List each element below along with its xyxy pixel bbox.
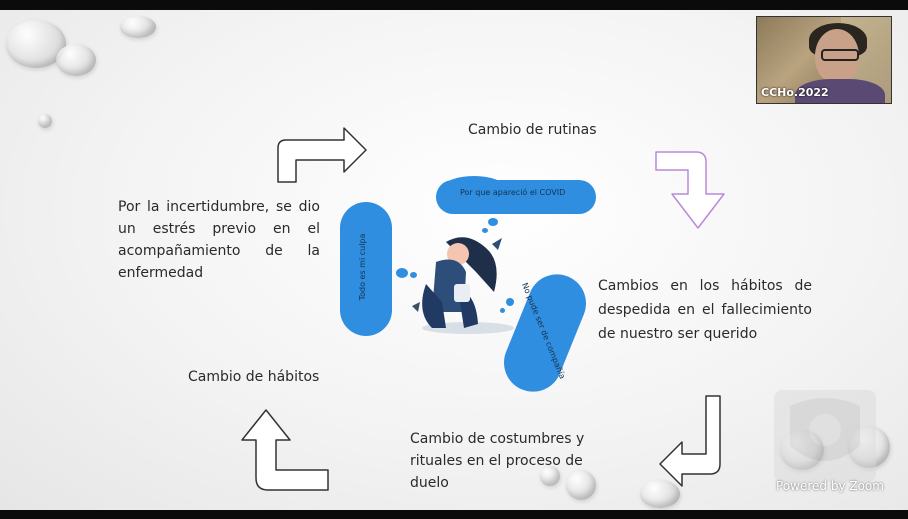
participant-glasses [821,49,859,61]
water-drop [848,426,890,468]
cloud-top-text: Por que apareció el COVID [460,188,566,197]
sitting-woman-illustration [412,237,514,334]
text-cambio-rutinas: Cambio de rutinas [468,122,597,138]
text-incertidumbre: Por la incertidumbre, se dio un estrés p… [118,199,320,281]
water-drop [56,44,96,76]
participant-name-label: CCHo.2022 [761,86,829,99]
thought-cloud-left [340,202,392,336]
participant-body [795,79,885,103]
thought-bubble [482,228,488,233]
participant-video[interactable]: CCHo.2022 [756,16,892,104]
thought-bubble [410,272,417,278]
bottom-black-bar [0,510,908,519]
water-drop [780,430,824,470]
arrow-purple-down-icon [655,151,725,229]
arrow-up-left-icon [241,409,329,491]
illustration: Por que apareció el COVID Todo es mi cul… [336,176,596,402]
text-cambios-habitos-despedida: Cambios en los hábitos de despedida en e… [598,278,812,342]
water-drop [566,470,596,500]
thought-cloud-top-bump [444,176,504,198]
water-drop [640,480,680,508]
thought-bubble [488,218,498,226]
text-cambio-habitos: Cambio de hábitos [188,369,320,385]
arrow-top-right-icon [277,127,367,183]
arrow-bottom-left-icon [659,395,721,487]
water-drop [540,466,560,486]
university-seal-watermark [774,390,876,482]
water-drop [38,114,52,128]
cloud-left-text: Todo es mi culpa [358,233,367,301]
text-cambio-costumbres: Cambio de costumbres y rituales en el pr… [410,431,585,491]
top-black-bar [0,0,908,10]
thought-bubble [500,308,505,313]
thought-bubble [506,298,514,306]
thought-bubble [396,268,408,278]
water-drop [120,16,156,38]
powered-by-zoom-watermark: Powered by Zoom [776,479,884,493]
